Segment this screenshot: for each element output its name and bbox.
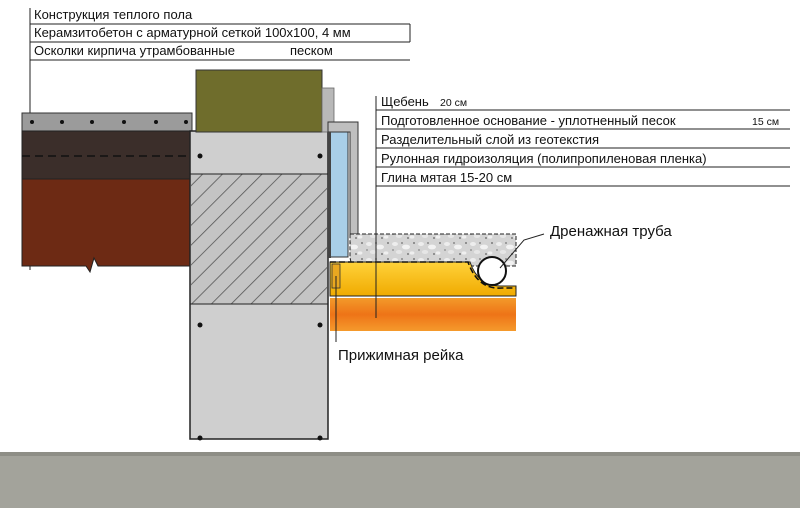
drain-pipe-leader <box>499 233 545 269</box>
label-clamp-rail: Прижимная рейка <box>338 347 464 364</box>
slab-rebar-dots <box>30 120 188 124</box>
label-brick-fragments-suffix: песком <box>290 43 333 58</box>
label-expanded-clay-concrete: Керамзитобетон с арматурной сеткой 100х1… <box>34 25 351 40</box>
label-waterproofing: Рулонная гидроизоляция (полипропиленовая… <box>381 151 707 166</box>
right-label-lines <box>375 96 790 318</box>
label-prepared-base: Подготовленное основание - уплотненный п… <box>381 113 676 128</box>
screed-layer <box>21 130 193 180</box>
label-gravel: Щебень <box>381 94 429 109</box>
waterproofing-strip <box>329 131 349 258</box>
ground-band <box>0 452 800 508</box>
insulation-block <box>195 69 323 133</box>
geotextile-line <box>330 261 516 289</box>
label-clay: Глина мятая 15-20 см <box>381 170 512 185</box>
foundation-hatch <box>191 174 327 304</box>
foundation-rebar-dots <box>197 153 323 441</box>
waterproofing-film <box>328 132 331 258</box>
brick-fragments-layer <box>21 178 193 274</box>
drain-pipe <box>477 256 507 286</box>
concrete-slab <box>21 112 193 132</box>
label-brick-fragments: Осколки кирпича утрамбованные <box>34 43 235 58</box>
label-floor-construction: Конструкция теплого пола <box>34 7 193 22</box>
clay-layer <box>330 298 516 331</box>
label-geotextile: Разделительный слой из геотекстия <box>381 132 599 147</box>
label-gravel-suffix: 20 см <box>440 97 467 109</box>
label-prepared-base-suffix: 15 см <box>752 116 779 128</box>
label-drain-pipe: Дренажная труба <box>550 223 672 240</box>
